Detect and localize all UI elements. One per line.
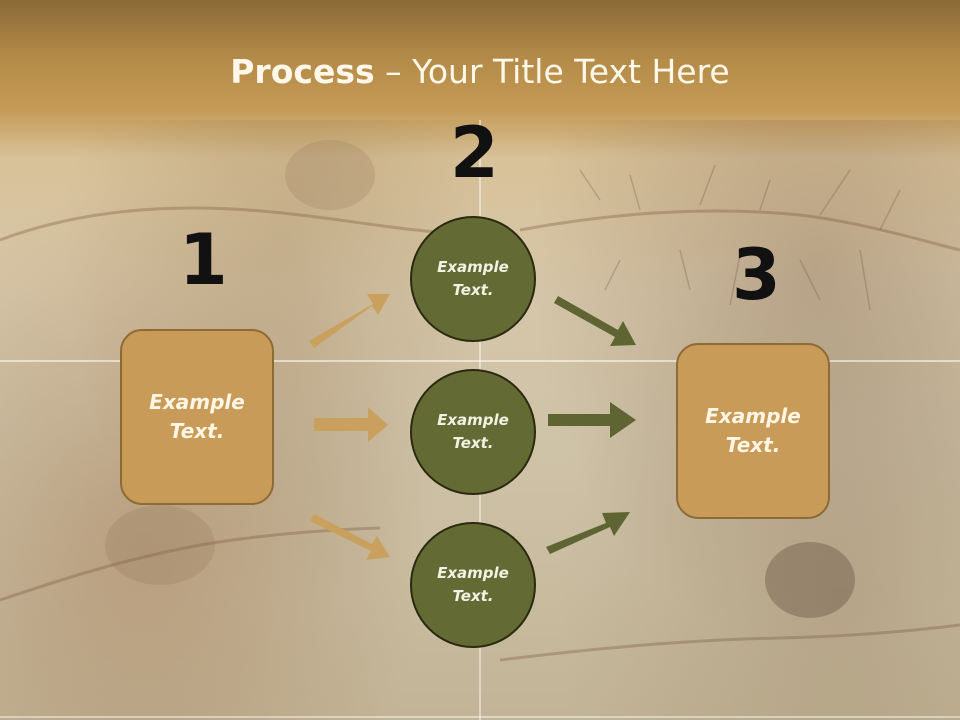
circle-middle-line2: Text.: [452, 434, 494, 452]
arrow-top-to-right: [554, 296, 636, 346]
step-number-1: 1: [179, 219, 228, 301]
slide-title: Process – Your Title Text Here: [0, 52, 960, 91]
divider-horizontal: [0, 360, 960, 362]
divider-bottom: [0, 716, 960, 718]
circle-step-middle: Example Text.: [410, 369, 536, 495]
circle-bottom-line1: Example: [437, 564, 509, 582]
title-bold: Process: [230, 52, 375, 91]
arrow-middle-to-right: [548, 402, 636, 438]
left-box-line2: Text.: [169, 419, 225, 443]
right-box-line2: Text.: [725, 433, 781, 457]
arrow-bottom-to-right: [546, 512, 630, 554]
circle-top-line2: Text.: [452, 281, 494, 299]
right-step-box: Example Text.: [676, 343, 830, 519]
title-rest: – Your Title Text Here: [374, 52, 730, 91]
circle-top-line1: Example: [437, 258, 509, 276]
right-box-line1: Example: [705, 404, 801, 428]
step-number-2: 2: [450, 112, 499, 194]
arrow-left-to-middle: [314, 407, 388, 442]
left-box-line1: Example: [149, 390, 245, 414]
arrow-left-to-top: [309, 294, 390, 348]
step-number-3: 3: [732, 234, 781, 316]
circle-middle-line1: Example: [437, 411, 509, 429]
circle-step-bottom: Example Text.: [410, 522, 536, 648]
left-step-box: Example Text.: [120, 329, 274, 505]
circle-step-top: Example Text.: [410, 216, 536, 342]
arrow-left-to-bottom: [310, 514, 390, 560]
circle-bottom-line2: Text.: [452, 587, 494, 605]
